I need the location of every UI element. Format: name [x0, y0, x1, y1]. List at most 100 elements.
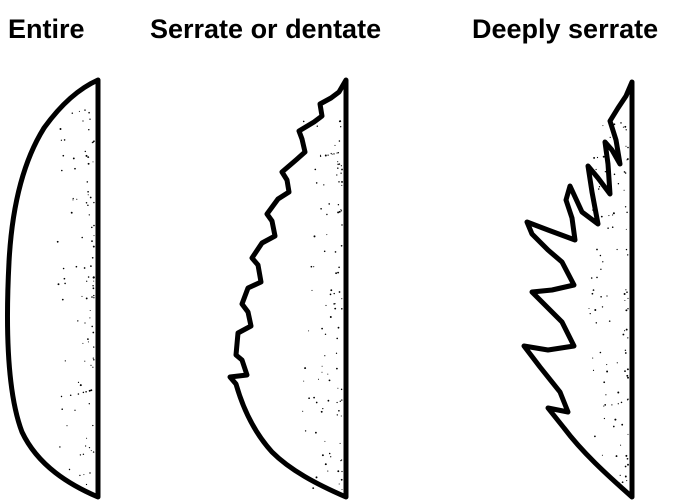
stipple-dot: [77, 381, 80, 384]
stipple-dot: [82, 120, 84, 122]
stipple-dot: [617, 391, 620, 394]
label-deeply-serrate: Deeply serrate: [472, 14, 659, 44]
stipple-dot: [321, 371, 323, 373]
stipple-dot: [64, 360, 66, 362]
stipple-dot: [590, 459, 592, 461]
stipple-dot: [627, 376, 629, 379]
stipple-dot: [327, 470, 329, 472]
stipple-dot: [331, 153, 333, 155]
stipple-dot: [87, 276, 90, 278]
stipple-dot: [612, 129, 614, 131]
stipple-dot: [340, 126, 342, 128]
stipple-dot: [339, 400, 341, 402]
stipple-dot: [627, 297, 629, 299]
stipple-dot: [338, 266, 340, 269]
stipple-dot: [92, 245, 95, 248]
stipple-dot: [596, 156, 599, 159]
stipple-dot: [336, 152, 338, 154]
stipple-dot: [304, 367, 307, 370]
stipple-dot: [82, 342, 84, 344]
stipple-dot: [90, 265, 92, 267]
stipple-dot: [337, 161, 339, 163]
stipple-dot: [85, 201, 88, 204]
stipple-dot: [313, 235, 316, 238]
stipple-dot: [83, 267, 86, 269]
stipple-dot: [595, 168, 597, 171]
stipple-dot: [611, 226, 614, 228]
stipple-dot: [88, 128, 90, 131]
stipple-dot: [72, 197, 74, 200]
stipple-dot: [84, 322, 86, 324]
stipple-dot: [608, 215, 610, 217]
stipple-dot: [337, 204, 340, 206]
stipple-dot: [313, 396, 315, 399]
stipple-dot: [63, 277, 66, 280]
stipple-dot: [89, 309, 91, 312]
stipple-dot: [613, 173, 616, 176]
stipple-dot: [328, 379, 331, 382]
stipple-dot: [602, 125, 604, 127]
stipple-dot: [330, 152, 332, 155]
stipple-dot: [611, 404, 613, 406]
stipple-dot: [626, 368, 629, 371]
stipple-dot: [602, 261, 604, 263]
stipple-dot: [624, 206, 627, 208]
stipple-dot: [328, 452, 331, 455]
stipple-dot: [606, 295, 608, 297]
stipple-dot: [337, 271, 340, 274]
stipple-dot: [607, 227, 609, 229]
stipple-dot: [60, 169, 63, 172]
stipple-dot: [598, 186, 601, 188]
stipple-dot: [87, 341, 89, 343]
stipple-dot: [304, 430, 307, 432]
stipple-dot: [85, 391, 87, 393]
stipple-dot: [605, 394, 607, 396]
stipple-dot: [337, 151, 340, 154]
stipple-dot: [324, 440, 326, 442]
stipple-dot: [603, 381, 606, 384]
stipple-dot: [619, 474, 621, 476]
stipple-dot: [76, 485, 79, 487]
stipple-dot: [89, 317, 91, 319]
stipple-dot: [87, 162, 90, 165]
stipple-dot: [86, 437, 88, 439]
stipple-dot: [92, 161, 94, 163]
stipple-dot: [77, 393, 80, 395]
stipple-dot: [92, 287, 95, 290]
stipple-dot: [617, 403, 619, 405]
stipple-dot: [72, 157, 75, 160]
stipple-dot: [617, 183, 620, 185]
stipple-dot: [626, 159, 628, 161]
stipple-dot: [592, 357, 594, 359]
stipple-dot: [338, 483, 340, 485]
stipple-dot: [613, 123, 616, 126]
stipple-dot: [626, 399, 629, 401]
stipple-dot: [81, 236, 83, 239]
stipple-dot: [621, 481, 624, 484]
stipple-dot: [600, 215, 603, 218]
stipple-dot: [59, 446, 61, 448]
stipple-dot: [92, 357, 94, 359]
stipple-dot: [590, 277, 593, 279]
stipple-dot: [88, 389, 91, 392]
stipple-dot: [623, 189, 625, 191]
stipple-dot: [317, 378, 320, 380]
stipple-dot: [596, 276, 598, 279]
stipple-dot: [589, 312, 591, 315]
stipple-dot: [303, 380, 305, 382]
stipple-dot: [60, 139, 63, 141]
stipple-dot: [626, 480, 628, 482]
stipple-dot: [340, 165, 342, 167]
leaf-entire-stipple: [56, 109, 95, 488]
stipple-dot: [616, 362, 618, 364]
stipple-dot: [338, 120, 341, 123]
stipple-dot: [330, 289, 333, 292]
stipple-dot: [333, 303, 335, 305]
stipple-dot: [341, 184, 343, 186]
stipple-dot: [84, 445, 87, 447]
stipple-dot: [310, 265, 313, 268]
stipple-dot: [599, 351, 602, 354]
stipple-dot: [615, 455, 618, 458]
stipple-dot: [625, 228, 627, 230]
